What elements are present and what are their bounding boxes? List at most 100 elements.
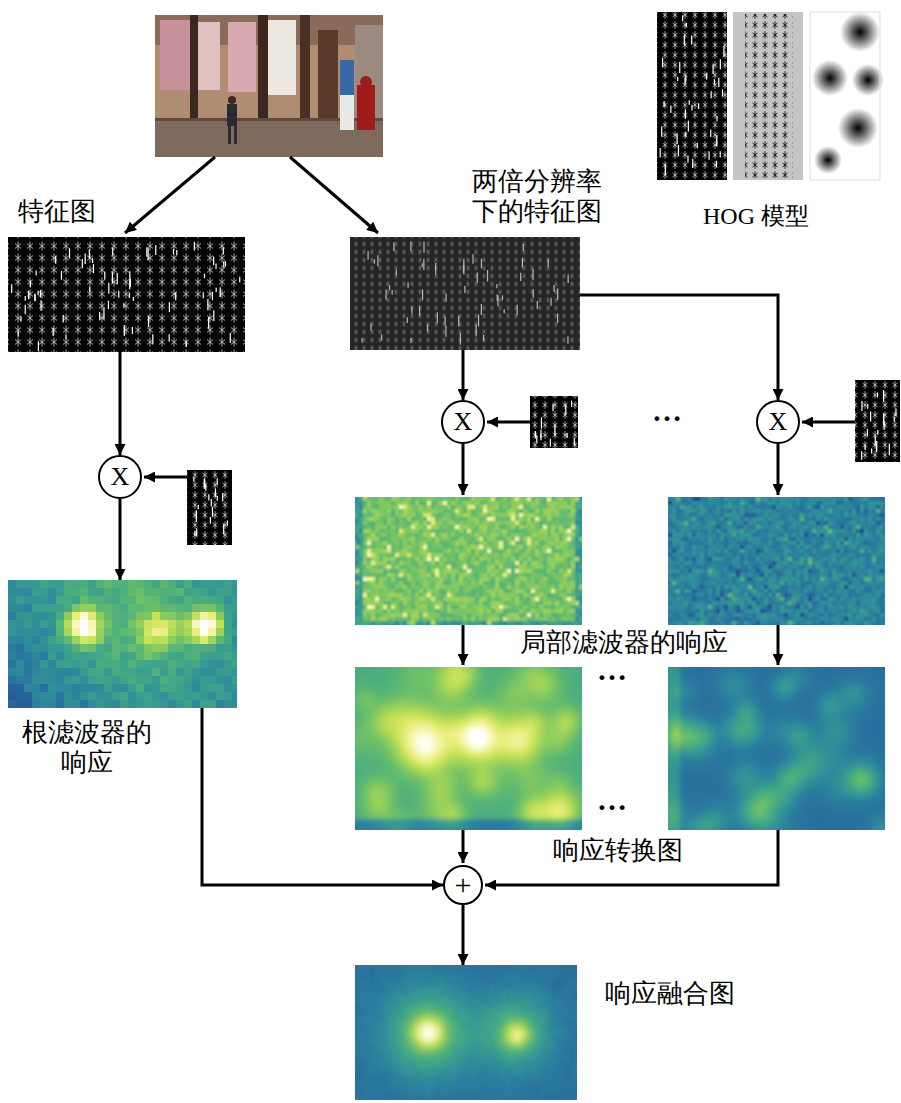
heat-cell — [208, 588, 217, 597]
heat-cell — [168, 676, 177, 685]
heat-cell — [551, 553, 556, 558]
heat-cell — [112, 644, 121, 653]
heat-cell — [447, 525, 452, 530]
heat-cell — [411, 509, 416, 514]
heat-cell — [355, 501, 360, 506]
heat-cell — [483, 529, 488, 534]
heat-cell — [507, 525, 512, 530]
heat-cell — [471, 545, 476, 550]
heat-cell — [184, 604, 193, 613]
heat-cell — [367, 565, 372, 570]
heat-cell — [547, 509, 552, 514]
heat-cell — [232, 580, 237, 589]
heat-cell — [184, 588, 193, 597]
heat-cell — [403, 569, 408, 574]
heat-cell — [387, 501, 392, 506]
part-response-image — [355, 497, 582, 625]
heat-cell — [511, 513, 516, 518]
heat-cell — [543, 533, 548, 538]
heat-cell — [411, 569, 416, 574]
heat-cell — [24, 588, 33, 597]
heat-cell — [232, 628, 237, 637]
heat-cell — [463, 509, 468, 514]
heat-cell — [547, 541, 552, 546]
hog-stroke — [215, 263, 216, 269]
hog-stroke — [565, 404, 566, 414]
heat-cell — [387, 521, 392, 526]
heat-cell — [403, 561, 408, 566]
hog-stroke — [99, 312, 100, 320]
heat-cell — [431, 557, 436, 562]
hog-stroke — [568, 275, 569, 283]
hog-stroke — [876, 441, 877, 451]
heat-cell — [415, 557, 420, 562]
feature-map-strokes — [12, 242, 240, 351]
heat-cell — [431, 545, 436, 550]
hog-stroke — [186, 341, 187, 347]
heat-cell — [104, 580, 113, 589]
heat-cell — [555, 533, 560, 538]
heat-cell — [531, 513, 536, 518]
heat-cell — [403, 549, 408, 554]
heat-cell — [491, 553, 496, 558]
heat-cell — [120, 676, 129, 685]
heat-cell — [499, 569, 504, 574]
heat-cell — [192, 644, 201, 653]
heat-cell — [423, 557, 428, 562]
heat-cell — [375, 541, 380, 546]
heat-cell — [419, 537, 424, 542]
heat-cell — [8, 692, 17, 701]
heat-cell — [152, 620, 161, 629]
heat-cell — [443, 573, 448, 578]
heat-cell — [559, 525, 564, 530]
heat-cell — [439, 529, 444, 534]
heat-cell — [168, 684, 177, 693]
heat-cell — [479, 537, 484, 542]
heat-cell — [487, 561, 492, 566]
heat-cell — [547, 517, 552, 522]
heat-cell — [120, 636, 129, 645]
heat-cell — [383, 517, 388, 522]
heat-cell — [96, 668, 105, 677]
heat-cell — [499, 529, 504, 534]
heat-cell — [495, 505, 500, 510]
heat-cell — [96, 676, 105, 685]
hog-stroke — [537, 301, 538, 309]
heat-cell — [56, 684, 65, 693]
heat-cell — [359, 505, 364, 510]
hog-stroke — [460, 333, 461, 344]
heat-cell — [535, 557, 540, 562]
heat-cell — [563, 545, 568, 550]
heat-cell — [459, 505, 464, 510]
heat-cell — [455, 569, 460, 574]
heat-cell — [224, 652, 233, 661]
heat-cell — [499, 509, 504, 514]
heat-cell — [32, 580, 41, 589]
heat-cell — [371, 565, 376, 570]
heat-cell — [531, 573, 536, 578]
heat-cell — [515, 501, 520, 506]
heat-cell — [136, 596, 145, 605]
heat-cell — [475, 537, 480, 542]
heat-cell — [547, 537, 552, 542]
heat-cell — [475, 525, 480, 530]
hog-stroke — [155, 245, 156, 255]
heat-cell — [355, 497, 360, 502]
heat-cell — [455, 557, 460, 562]
heat-cell — [64, 660, 73, 669]
heat-cell — [499, 545, 504, 550]
heat-cell — [407, 537, 412, 542]
heat-cell — [168, 628, 177, 637]
heat-cell — [48, 700, 57, 708]
heat-cell — [443, 513, 448, 518]
heat-cell — [168, 636, 177, 645]
hog-stroke — [723, 46, 724, 57]
heat-cell — [563, 497, 568, 502]
heat-cell — [391, 505, 396, 510]
heat-cell — [523, 569, 528, 574]
heat-cell — [383, 561, 388, 566]
heat-cell — [423, 541, 428, 546]
heat-cell — [539, 497, 544, 502]
heat-cell — [415, 521, 420, 526]
heat-cell — [563, 501, 568, 506]
